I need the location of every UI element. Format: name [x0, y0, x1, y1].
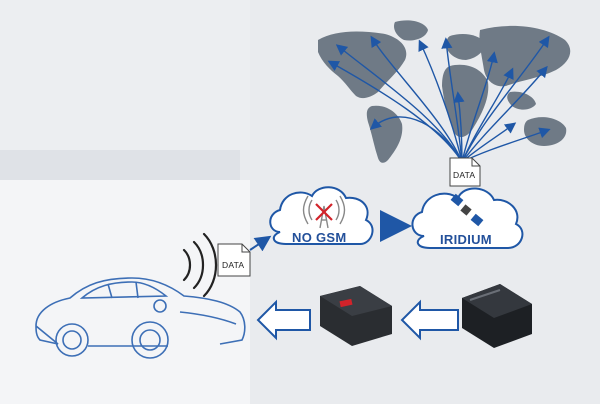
background-panel-top	[0, 0, 250, 150]
blocked-x-icon	[315, 203, 333, 221]
signal-waves	[182, 232, 217, 298]
signal-tower-icon	[302, 195, 346, 229]
satellite-icon	[450, 193, 484, 227]
data-document-left	[217, 243, 251, 277]
arrow-device-to-car	[256, 299, 311, 341]
data-label-left: DATA	[222, 260, 245, 270]
car-illustration	[35, 277, 246, 359]
iridium-cloud	[411, 187, 524, 249]
no-gsm-label: NO GSM	[292, 230, 347, 245]
data-label-top: DATA	[453, 170, 476, 180]
arrow-device2-to-device1	[400, 299, 459, 341]
no-gsm-cloud	[269, 186, 374, 245]
world-map	[318, 20, 571, 163]
arrow-data-to-nogsm	[249, 235, 272, 252]
data-document-top	[449, 157, 481, 187]
map-arrows	[327, 35, 551, 163]
tracker-device-icon	[320, 286, 392, 346]
tracker-device-icon-2	[462, 284, 532, 348]
iridium-label: IRIDIUM	[440, 232, 492, 247]
